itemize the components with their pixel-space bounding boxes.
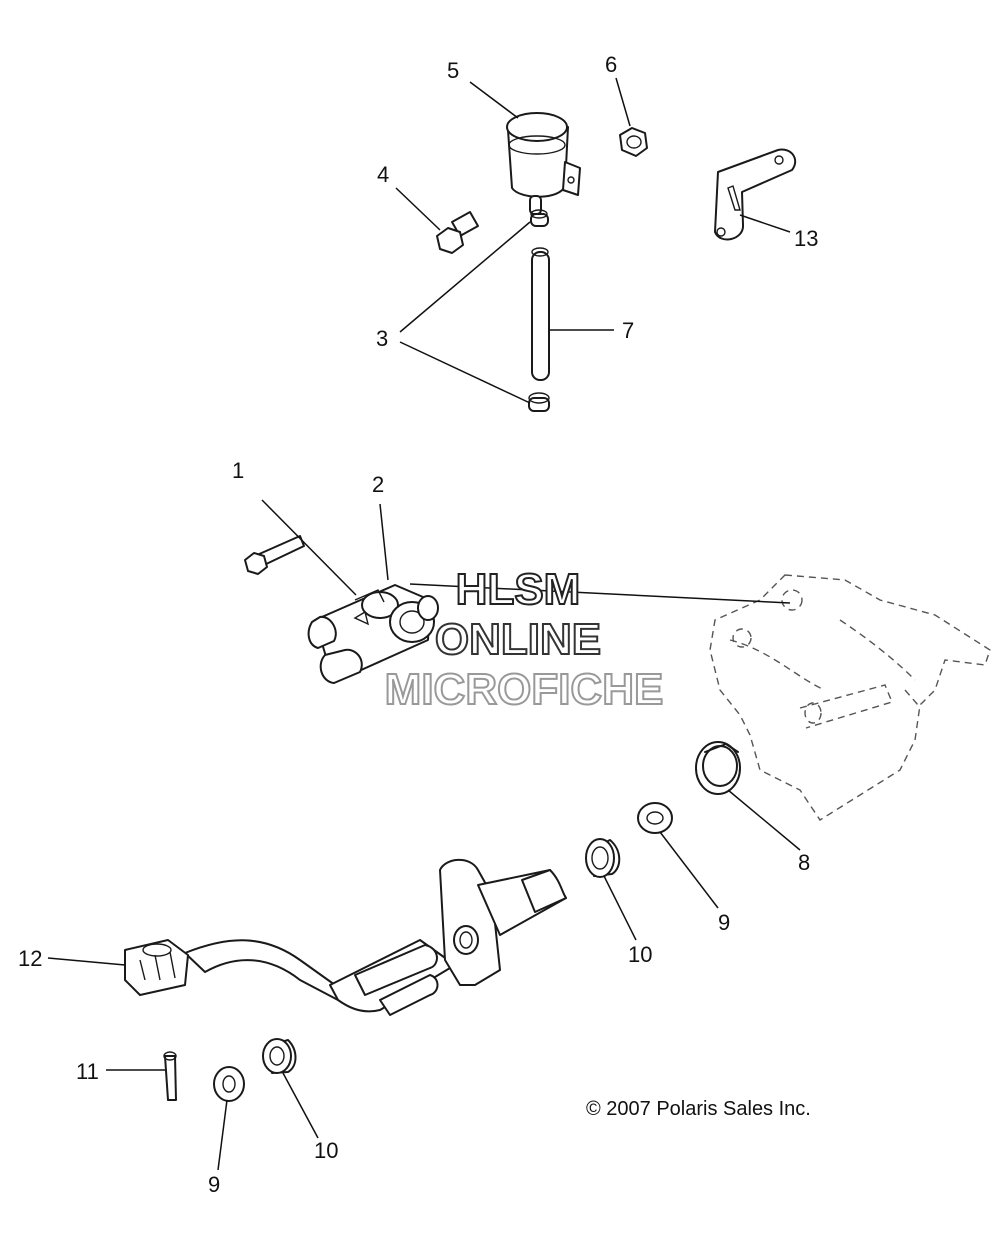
callout-12: 12 xyxy=(18,946,42,971)
copyright-notice: © 2007 Polaris Sales Inc. xyxy=(586,1098,811,1120)
callout-4: 4 xyxy=(377,162,389,187)
leader-4 xyxy=(395,187,441,231)
washer-lower xyxy=(213,1066,245,1102)
watermark: HLSM ONLINE MICROFICHE xyxy=(384,564,665,715)
leader-12 xyxy=(47,957,126,966)
mounting-bracket xyxy=(714,148,797,241)
master-cylinder xyxy=(307,584,439,684)
watermark-line-1: HLSM xyxy=(456,565,581,614)
callout-7: 7 xyxy=(622,318,634,343)
master-cylinder-bolt xyxy=(244,535,305,575)
callout-13: 13 xyxy=(794,226,818,251)
return-spring xyxy=(695,741,741,795)
leader-lines xyxy=(47,77,801,1171)
hose-clamp-lower xyxy=(528,392,550,412)
hex-bolt xyxy=(436,211,479,254)
callout-5: 5 xyxy=(447,58,459,83)
cotter-pin xyxy=(163,1051,177,1101)
leader-6 xyxy=(615,77,631,127)
washer-upper xyxy=(637,802,673,834)
hex-nut xyxy=(619,127,648,157)
leader-13 xyxy=(739,214,791,233)
callout-3: 3 xyxy=(376,326,388,351)
brake-hose xyxy=(531,247,550,381)
watermark-line-3: MICROFICHE xyxy=(385,665,664,714)
callout-9-upper: 9 xyxy=(718,910,730,935)
bushing-upper xyxy=(585,838,621,878)
leader-2 xyxy=(379,503,389,581)
leader-9-lower xyxy=(217,1099,228,1171)
callout-8: 8 xyxy=(798,850,810,875)
leader-9-upper xyxy=(659,831,719,909)
callout-10-upper: 10 xyxy=(628,942,652,967)
callout-6: 6 xyxy=(605,52,617,77)
callout-11: 11 xyxy=(76,1059,99,1084)
callout-2: 2 xyxy=(372,472,384,497)
hose-clamp-upper xyxy=(530,209,549,227)
brake-pedal xyxy=(124,858,567,1016)
leader-5 xyxy=(469,81,519,119)
bushing-lower xyxy=(262,1038,297,1074)
callout-1: 1 xyxy=(232,458,244,483)
leader-1 xyxy=(261,499,357,596)
leader-2-frame xyxy=(409,583,791,604)
callout-10-lower: 10 xyxy=(314,1138,338,1163)
callout-9-lower: 9 xyxy=(208,1172,220,1197)
brake-fluid-reservoir xyxy=(506,112,581,215)
frame-reference-outline xyxy=(709,574,991,821)
leader-8 xyxy=(727,789,801,851)
watermark-line-2: ONLINE xyxy=(435,615,601,664)
leader-3-lower xyxy=(399,341,531,404)
callout-numbers: 1 2 3 4 5 6 7 8 9 9 10 10 11 12 13 xyxy=(18,52,818,1197)
leader-10-upper xyxy=(603,875,637,941)
leader-10-lower xyxy=(282,1072,319,1139)
leader-3-upper xyxy=(399,221,531,333)
